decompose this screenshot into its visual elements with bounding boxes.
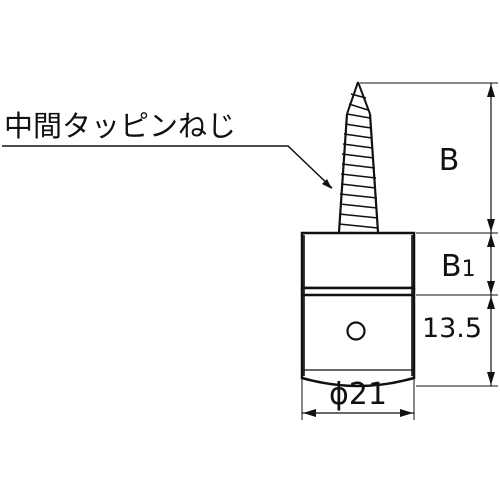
dimension-b1-main: B — [441, 249, 462, 284]
cross-hole — [346, 321, 366, 341]
diameter-label: ϕ21 — [329, 377, 387, 412]
dimension-b1-sub: 1 — [462, 257, 476, 282]
dimension-b-label: B — [439, 143, 460, 178]
cylinder-body — [300, 231, 416, 388]
screw-thread — [338, 93, 379, 229]
vertical-dimension-arrows — [487, 84, 495, 385]
dimension-b1-label: B1 — [441, 249, 476, 284]
callout-label: 中間タッピンねじ — [4, 109, 236, 143]
groove-band — [302, 286, 414, 297]
extension-lines — [360, 82, 498, 387]
callout-leader — [2, 145, 333, 189]
cylinder-wall-lines — [303, 235, 413, 376]
diameter-arrows — [303, 409, 413, 417]
dimension-height-label: 13.5 — [422, 313, 482, 344]
callout-arrowhead — [322, 179, 332, 189]
